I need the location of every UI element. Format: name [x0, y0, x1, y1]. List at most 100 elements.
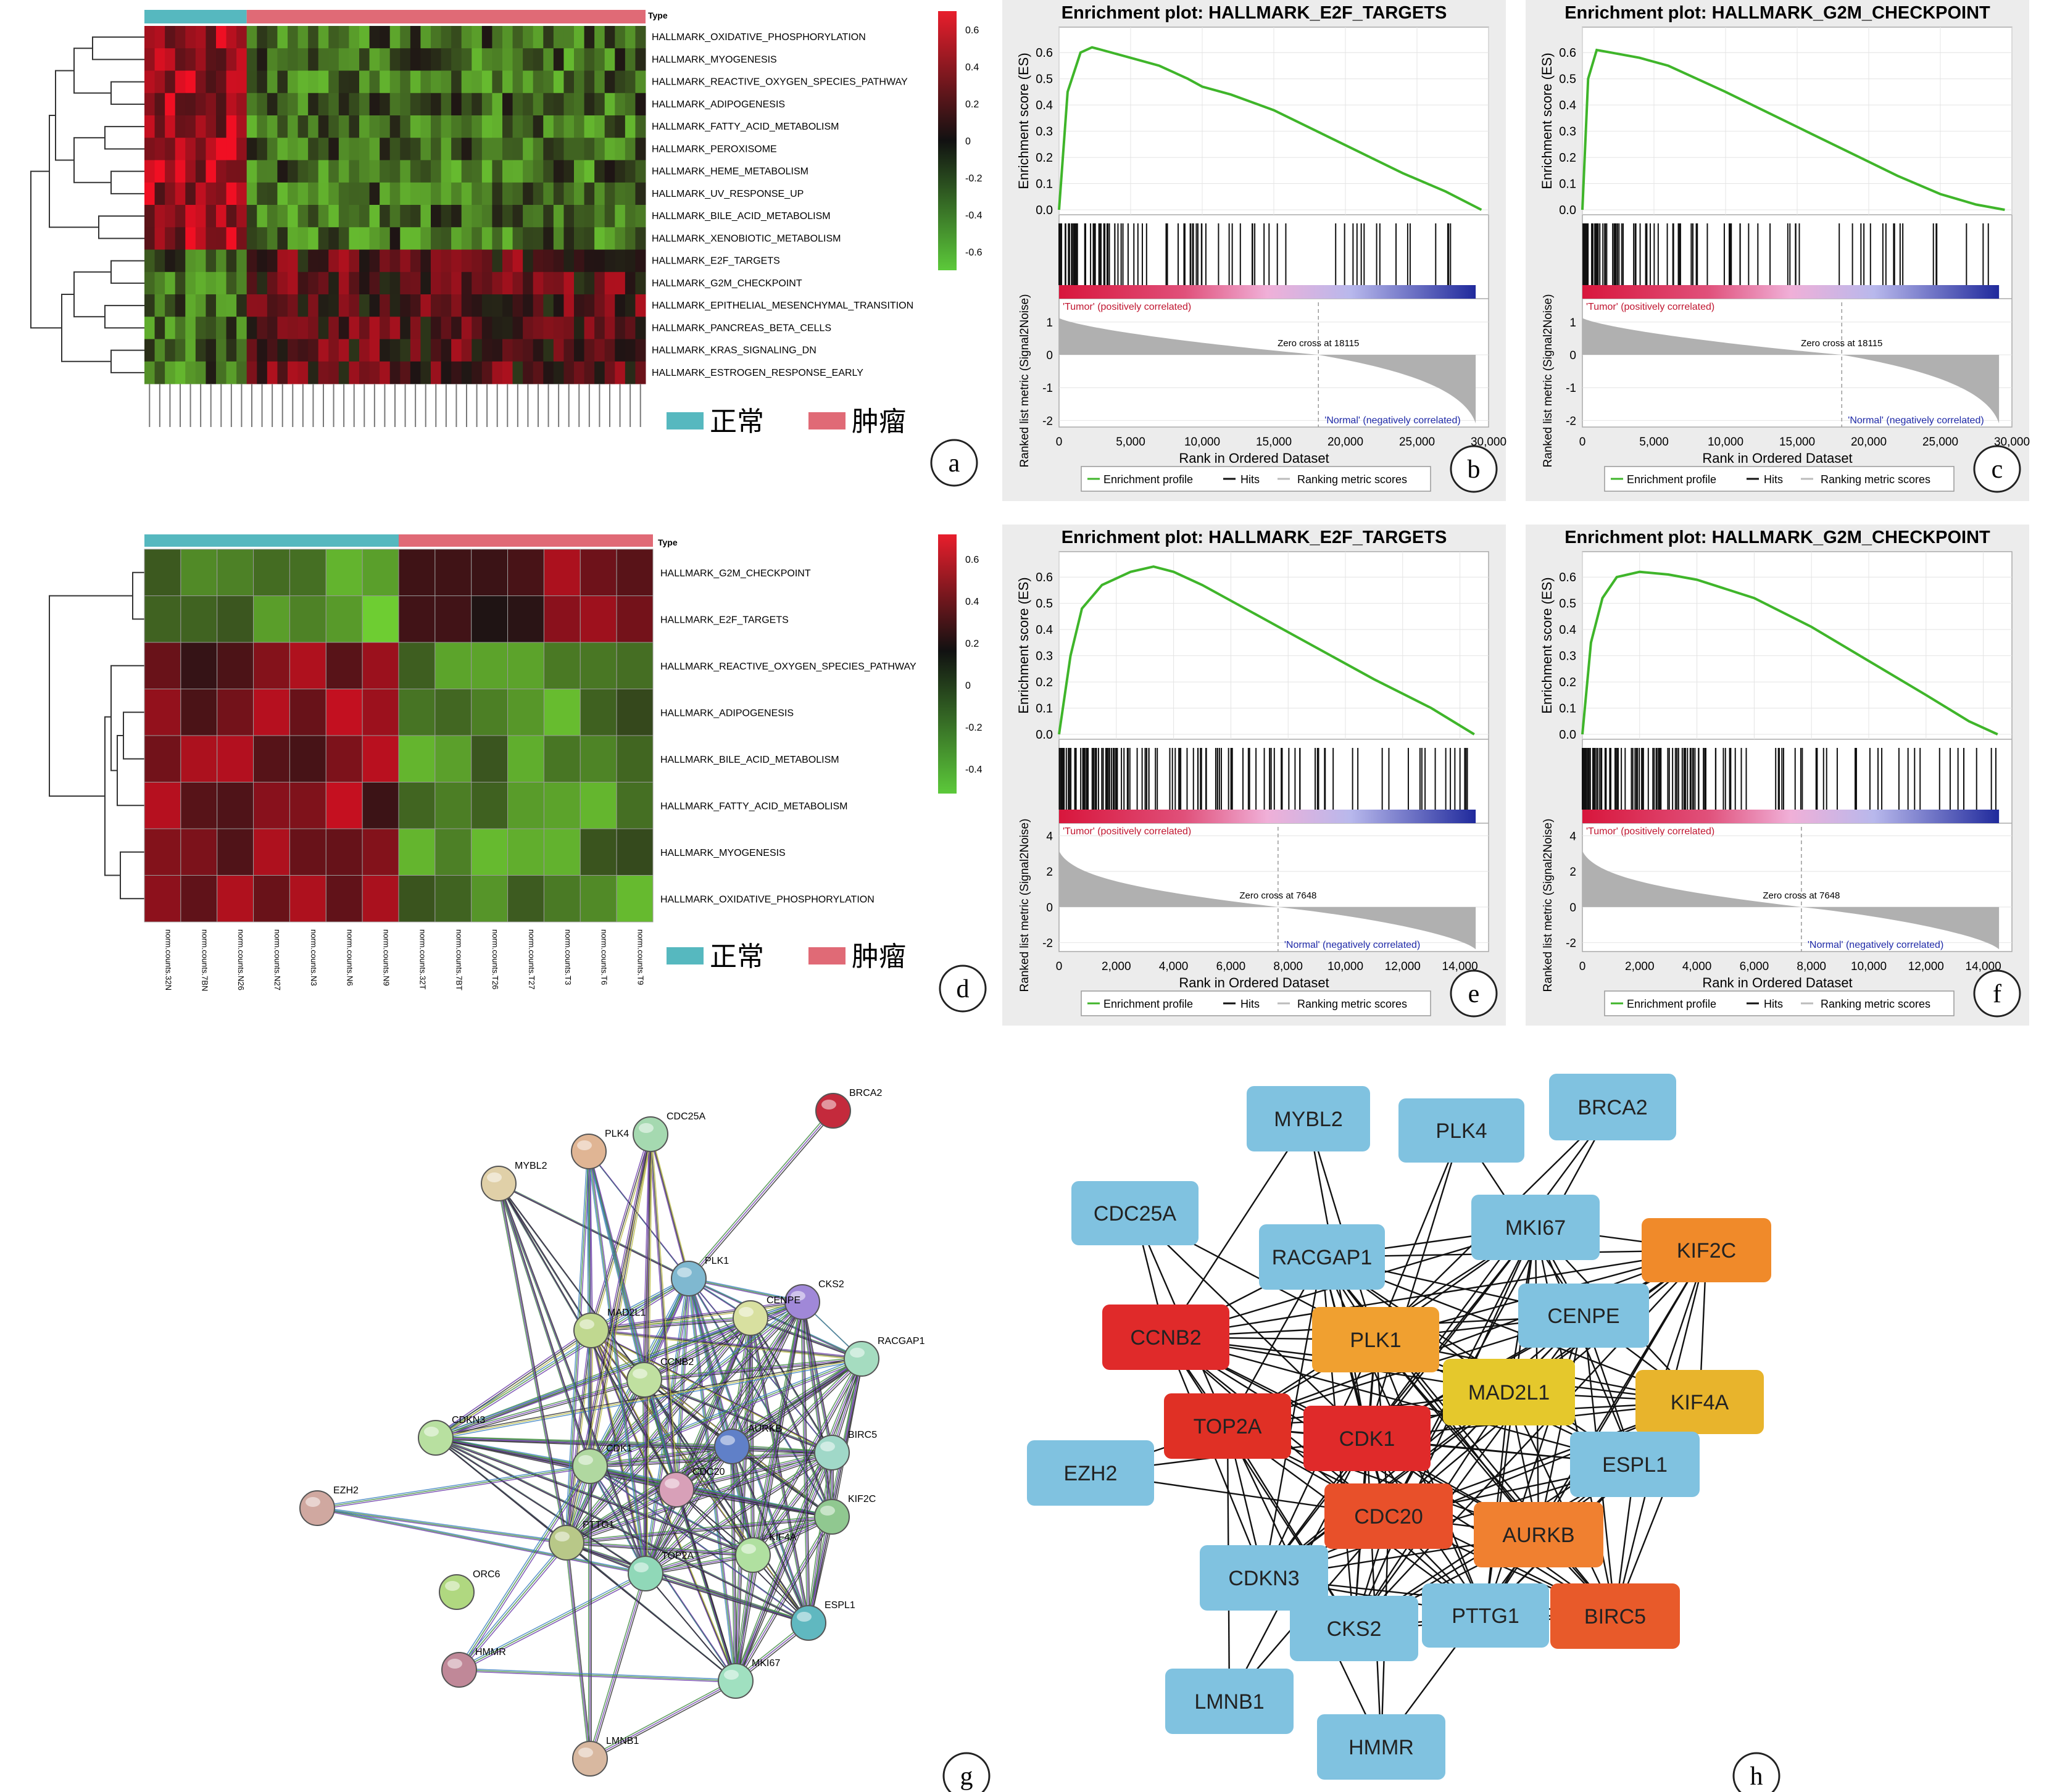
- heatmap-cell: [297, 48, 309, 71]
- ppi-edge: [589, 1152, 691, 1280]
- heatmap-cell: [400, 317, 411, 339]
- ppi-edge: [318, 1509, 647, 1575]
- heatmap-cell: [431, 272, 442, 295]
- gsea-hits: [1582, 748, 1996, 810]
- heatmap-cell: [481, 249, 492, 273]
- heatmap-cell: [441, 249, 452, 273]
- ppi-edge: [589, 1329, 831, 1452]
- heatmap-cell: [175, 272, 186, 295]
- heatmap-cell: [481, 361, 492, 384]
- heatmap-cell: [604, 317, 615, 339]
- heatmap-cell: [318, 227, 329, 250]
- heatmap-cell: [594, 70, 605, 94]
- heatmap-cell: [195, 294, 206, 317]
- heatmap-cell: [563, 115, 575, 138]
- heatmap-cell: [216, 70, 227, 94]
- heatmap-cell: [380, 317, 391, 339]
- heatmap-cell: [144, 93, 156, 116]
- heatmap-cell: [144, 549, 181, 596]
- heatmap-cell: [507, 549, 544, 596]
- heatmap-cell: [533, 272, 544, 295]
- heatmap-cell: [253, 549, 290, 596]
- heatmap-cell: [431, 339, 442, 362]
- hub-node: CENPE: [1518, 1284, 1649, 1348]
- gsea-es-tick: 0.1: [1036, 178, 1053, 191]
- ppi-edge: [497, 1182, 645, 1573]
- heatmap-cell: [420, 70, 431, 94]
- ppi-edge: [589, 1132, 650, 1330]
- heatmap-cell: [165, 205, 176, 228]
- ppi-node: AURKB: [714, 1424, 782, 1464]
- ppi-edge: [497, 1182, 566, 1541]
- heatmap-cell: [338, 249, 349, 273]
- heatmap-cell: [349, 115, 360, 138]
- heatmap-cell: [216, 26, 227, 49]
- heatmap-cell: [369, 182, 380, 205]
- gsea-x-tick: 6,000: [1740, 960, 1769, 973]
- heatmap-cell: [154, 272, 165, 295]
- heatmap-row-label: HALLMARK_G2M_CHECKPOINT: [652, 278, 802, 289]
- heatmap-cell: [380, 339, 391, 362]
- gsea-zero-cross-label: Zero cross at 18115: [1801, 338, 1882, 349]
- heatmap-cell: [481, 138, 492, 160]
- heatmap-cell: [144, 227, 156, 250]
- heatmap-cell: [543, 26, 554, 49]
- heatmap-cell: [349, 317, 360, 339]
- heatmap-cell: [604, 48, 615, 71]
- heatmap-cell: [574, 249, 585, 273]
- heatmap-cell: [451, 339, 462, 362]
- heatmap-cell: [431, 93, 442, 116]
- heatmap-cell: [584, 227, 595, 250]
- heatmap-a-legend: 正常 肿瘤: [667, 407, 906, 437]
- heatmap-cell: [461, 294, 472, 317]
- heatmap-cell: [185, 294, 196, 317]
- heatmap-row-label: HALLMARK_FATTY_ACID_METABOLISM: [652, 122, 839, 132]
- panel-d-heatmap: Type HALLMARK_G2M_CHECKPOINTHALLMARK_E2F…: [49, 534, 987, 1013]
- heatmap-cell: [369, 26, 380, 49]
- heatmap-row-label: HALLMARK_ESTROGEN_RESPONSE_EARLY: [652, 368, 863, 378]
- heatmap-cell: [441, 317, 452, 339]
- heatmap-cell: [206, 182, 217, 205]
- heatmap-cell: [185, 138, 196, 160]
- gsea-tumor-label: 'Tumor' (positively correlated): [1586, 302, 1714, 312]
- type-bar-tumor: [246, 10, 646, 23]
- heatmap-cell: [635, 317, 646, 339]
- heatmap-cell: [195, 182, 206, 205]
- heatmap-cell: [338, 26, 349, 49]
- heatmap-cell: [308, 182, 319, 205]
- ppi-node-label: MAD2L1: [607, 1308, 646, 1318]
- gsea-rank-tick: -2: [1042, 415, 1053, 428]
- ppi-edge: [459, 1669, 736, 1682]
- heatmap-column-label: norm.counts.7BT: [454, 929, 463, 990]
- hub-node-box: [1102, 1305, 1229, 1370]
- heatmap-cell: [257, 272, 268, 295]
- heatmap-cell: [584, 26, 595, 49]
- heatmap-cell: [226, 48, 237, 71]
- heatmap-cell: [185, 227, 196, 250]
- heatmap-cell: [328, 272, 339, 295]
- heatmap-cell: [574, 93, 585, 116]
- ppi-node-highlight: [580, 1319, 594, 1329]
- heatmap-cell: [165, 294, 176, 317]
- ppi-edge: [649, 1132, 676, 1488]
- ppi-edge: [688, 1278, 862, 1359]
- heatmap-cell: [502, 294, 513, 317]
- heatmap-cell: [389, 317, 401, 339]
- heatmap-d-legend: 正常 肿瘤: [667, 942, 906, 972]
- heatmap-cell: [615, 70, 626, 94]
- heatmap-cell: [165, 361, 176, 384]
- dendrogram-branch: [61, 294, 111, 362]
- heatmap-cell: [328, 227, 339, 250]
- ppi-node-highlight: [305, 1497, 320, 1507]
- heatmap-cell: [584, 361, 595, 384]
- gsea-zero-cross-label: Zero cross at 7648: [1763, 890, 1840, 901]
- heatmap-cell: [461, 227, 472, 250]
- heatmap-cell: [325, 875, 363, 923]
- ppi-node-circle: [439, 1574, 475, 1610]
- heatmap-row-label: HALLMARK_REACTIVE_OXYGEN_SPECIES_PATHWAY: [652, 77, 908, 88]
- ppi-edge: [591, 1682, 738, 1761]
- heatmap-cell: [206, 272, 217, 295]
- heatmap-cell: [180, 782, 218, 829]
- gsea-es-tick: 0.3: [1036, 650, 1053, 663]
- heatmap-cell: [441, 115, 452, 138]
